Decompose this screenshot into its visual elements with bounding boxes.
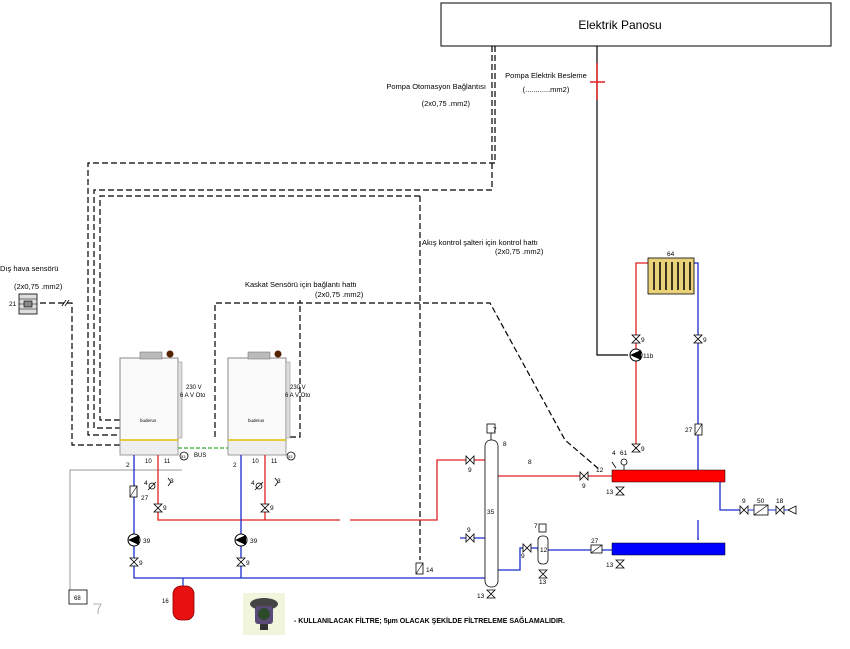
num-35: 35 [487, 509, 495, 516]
pump-power-label: Pompa Elektrik Besleme [505, 71, 587, 80]
num-68: 68 [74, 596, 81, 602]
num-13c: 13 [606, 562, 614, 569]
flow-pipes [157, 262, 648, 521]
num-18: 18 [776, 498, 784, 505]
num-10a: 10 [145, 459, 152, 465]
num-11b: 11b [643, 353, 654, 360]
boiler-1-fuse: 6 A V Oto [180, 393, 206, 399]
num-7a: 7 [493, 427, 497, 434]
filter-note: - KULLANILACAK FİLTRE; 5µm OLACAK ŞEKİLD… [294, 616, 565, 625]
air-vent-1 [486, 423, 496, 434]
num-14: 14 [426, 567, 434, 574]
label-16: 16 [162, 599, 169, 605]
num-3a: 3 [170, 478, 174, 485]
num-13a: 13 [606, 489, 614, 496]
num-10b: 10 [252, 459, 259, 465]
num-7b: 7 [534, 523, 538, 530]
cascade-sensor-label: Kaskat Sensörü için bağlantı hattı [245, 280, 357, 289]
flow-switch-label: Akış kontrol şalteri için kontrol hattı [422, 238, 538, 247]
num-39a: 39 [143, 538, 151, 545]
component-numbers: 9 9 11b 9 27 4 61 12 8 7 8 9 13 9 9 50 1… [74, 337, 784, 602]
filter-image [243, 593, 285, 635]
num-2a: 2 [126, 462, 130, 469]
num-3b: 3 [277, 478, 281, 485]
num-27b: 27 [591, 538, 599, 545]
pump-39a-icon [127, 533, 141, 547]
num-4c: 4 [251, 480, 255, 487]
pump-power-cable: (............mm2) [523, 85, 570, 94]
valves [129, 334, 785, 599]
num-4a: 4 [612, 450, 616, 457]
boiler-1: buderus [119, 350, 189, 461]
electrical-panel-title: Elektrik Panosu [578, 18, 661, 32]
num-39b: 39 [250, 538, 258, 545]
flow-switch-cable: (2x0,75 .mm2) [495, 247, 544, 256]
num-11a: 11 [164, 459, 171, 465]
boiler-2-sensor-label: 53 [288, 454, 293, 459]
num-61: 61 [620, 450, 628, 457]
air-vent-2 [538, 523, 547, 533]
num-9i: 9 [163, 505, 167, 512]
num-11c: 11 [271, 459, 278, 465]
num-9a: 9 [641, 337, 645, 344]
return-collector [611, 542, 726, 556]
return-pipes [133, 262, 745, 579]
num-9j: 9 [139, 560, 143, 567]
label-21: 21 [9, 301, 17, 308]
num-9e: 9 [468, 467, 472, 474]
num-50: 50 [757, 498, 765, 505]
num-9h: 9 [521, 553, 525, 560]
gauges [147, 458, 628, 491]
num-9c: 9 [641, 446, 645, 453]
svg-text:buderus: buderus [248, 418, 265, 423]
cable-tick-outdoor [61, 299, 70, 307]
pump-automation-cable: (2x0,75 .mm2) [422, 99, 471, 108]
drain-funnel [93, 603, 102, 614]
cascade-sensor-cable: (2x0,75 .mm2) [315, 290, 364, 299]
flow-collector [611, 469, 726, 483]
num-9d: 9 [467, 527, 471, 534]
num-13b: 13 [539, 579, 547, 586]
boiler-2: buderus [227, 350, 296, 461]
outlet-18-icon [787, 505, 797, 515]
drain-line [69, 469, 182, 590]
outdoor-sensor-label: Dış hava sensörü [0, 264, 58, 273]
num-8b: 8 [503, 441, 507, 448]
num-2b: 2 [233, 462, 237, 469]
outdoor-sensor-icon [18, 293, 38, 315]
boiler-1-power: 230 V [186, 385, 202, 391]
electrical-panel-box [440, 2, 832, 47]
num-9b: 9 [703, 337, 707, 344]
control-lines [40, 46, 601, 560]
automation-wire [596, 46, 628, 356]
num-27c: 27 [141, 495, 149, 502]
boiler-1-sensor-label: 53 [181, 454, 186, 459]
pump-39b-icon [234, 533, 248, 547]
num-8: 8 [528, 459, 532, 466]
num-12a: 12 [596, 467, 604, 474]
num-12b: 12 [540, 547, 548, 554]
hydraulic-separator [484, 439, 499, 588]
num-13d: 13 [477, 593, 485, 600]
bus-label: BUS [194, 453, 206, 459]
num-9f: 9 [582, 483, 586, 490]
num-9g: 9 [742, 498, 746, 505]
boiler-2-power: 230 V [290, 385, 306, 391]
boiler-2-fuse: 6 A V Oto [285, 393, 311, 399]
dirt-separator-12 [537, 535, 549, 565]
expansion-tank-16-icon [172, 578, 195, 621]
radiator-icon [647, 257, 695, 295]
label-64: 64 [667, 251, 675, 258]
num-27a: 27 [685, 427, 693, 434]
num-9l: 9 [246, 560, 250, 567]
pump-automation-label: Pompa Otomasyon Bağlantısı [386, 82, 486, 91]
svg-text:buderus: buderus [140, 418, 157, 423]
drain-68-icon [68, 589, 88, 605]
num-9k: 9 [270, 505, 274, 512]
outdoor-sensor-cable: (2x0,75 .mm2) [14, 282, 63, 291]
pump-11b-icon [629, 348, 643, 362]
num-4b: 4 [144, 480, 148, 487]
